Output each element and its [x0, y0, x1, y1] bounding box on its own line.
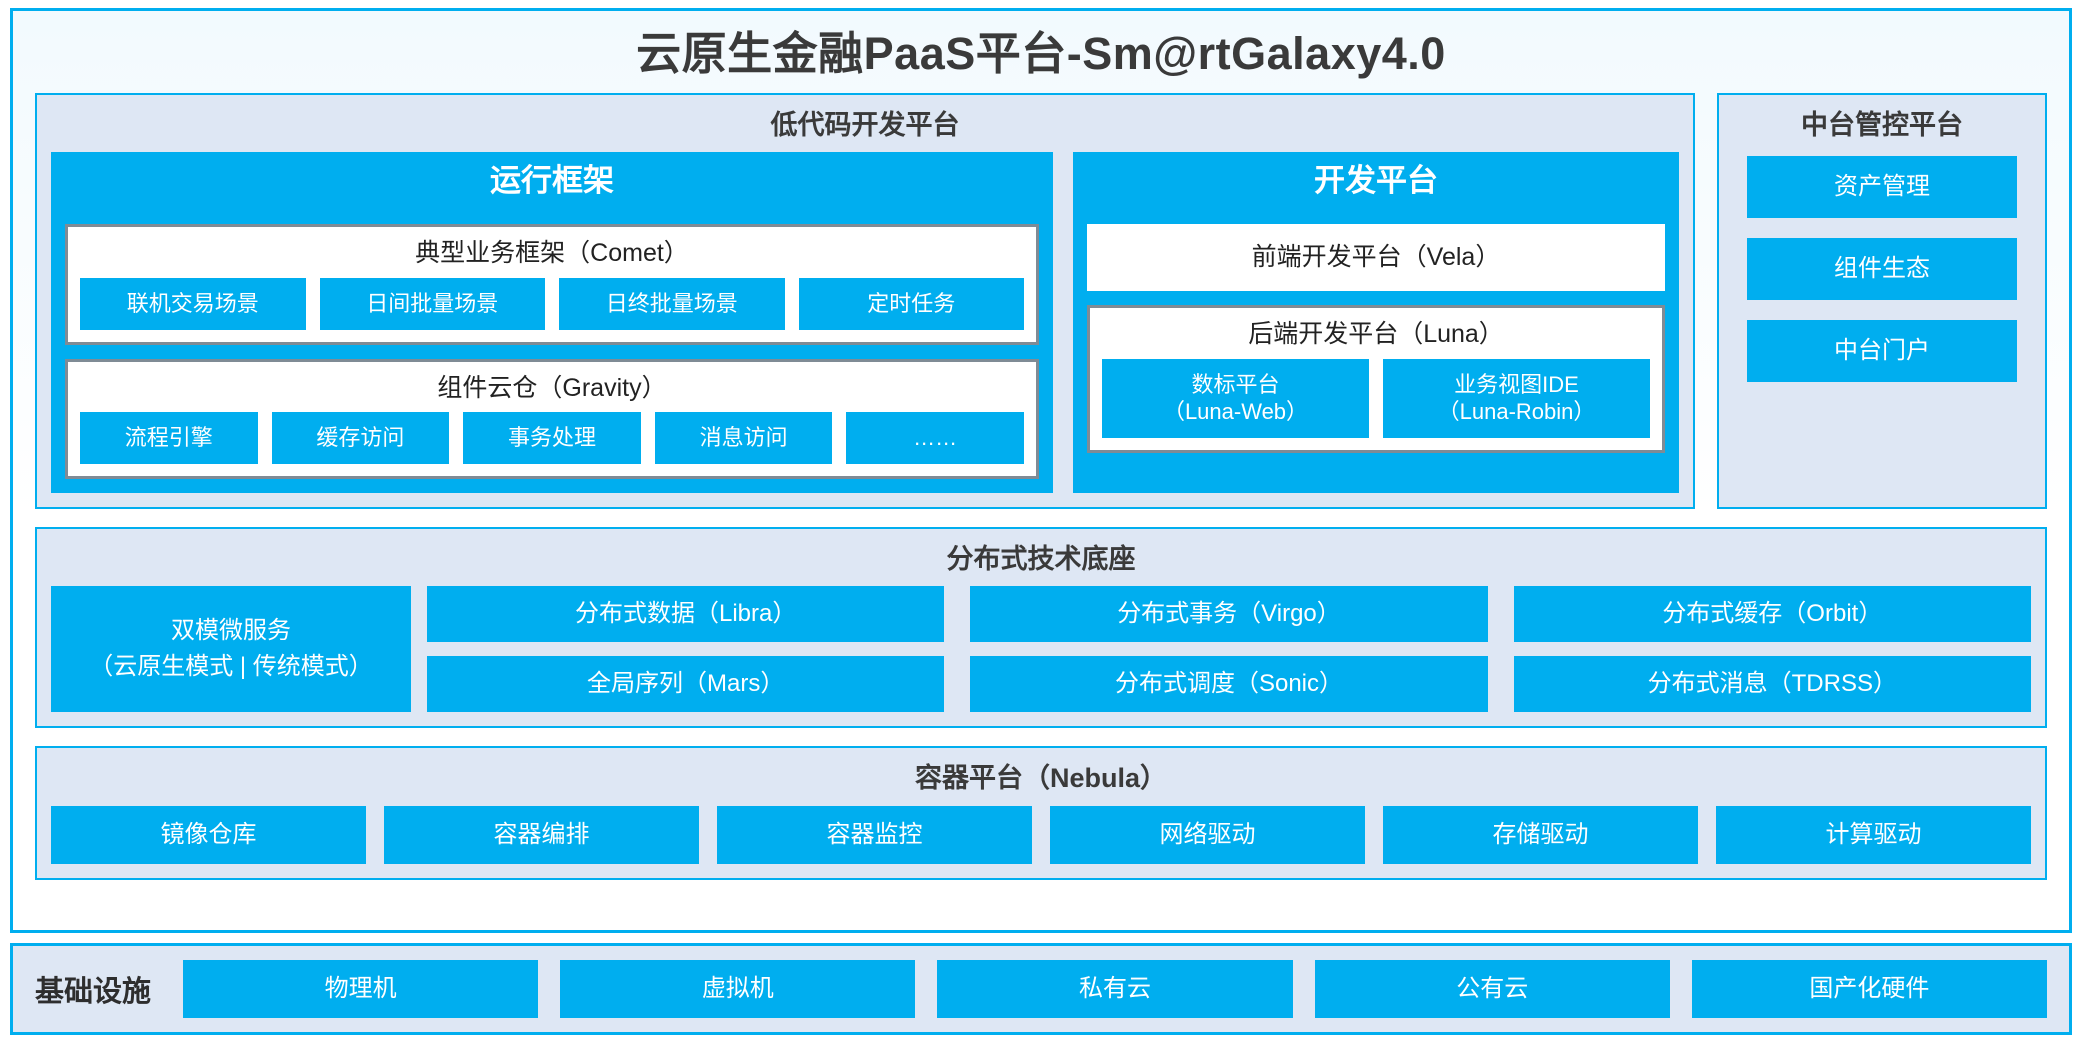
- comet-title: 典型业务框架（Comet）: [415, 239, 689, 268]
- infrastructure-item-public-cloud[interactable]: 公有云: [1314, 960, 1670, 1018]
- midend-item-asset-management[interactable]: 资产管理: [1747, 156, 2017, 219]
- upper-row: 低代码开发平台 运行框架 典型业务框架（Comet） 联机交易场景 日间批量场景…: [35, 92, 2047, 509]
- luna-robin-name: 业务视图IDE: [1454, 371, 1579, 397]
- container-item-network-driver[interactable]: 网络驱动: [1050, 806, 1365, 865]
- luna-robin-code: （Luna-Robin）: [1437, 399, 1596, 425]
- infrastructure-item-physical[interactable]: 物理机: [183, 960, 539, 1018]
- tech-base-columns: 分布式数据（Libra） 全局序列（Mars） 分布式事务（Virgo） 分布式…: [427, 586, 2031, 713]
- backend-dev-platform-card: 后端开发平台（Luna） 数标平台 （Luna-Web） 业务视图IDE （Lu…: [1087, 305, 1665, 453]
- comet-card: 典型业务框架（Comet） 联机交易场景 日间批量场景 日终批量场景 定时任务: [65, 224, 1039, 345]
- comet-item[interactable]: 定时任务: [798, 278, 1024, 330]
- gravity-item[interactable]: 缓存访问: [271, 412, 450, 464]
- container-item-image-registry[interactable]: 镜像仓库: [51, 806, 366, 865]
- backend-dev-platform-items: 数标平台 （Luna-Web） 业务视图IDE （Luna-Robin）: [1102, 358, 1650, 438]
- container-platform-title: 容器平台（Nebula）: [914, 763, 1168, 794]
- frontend-dev-platform-card[interactable]: 前端开发平台（Vela）: [1087, 224, 1665, 292]
- dual-mode-microservice-line2: （云原生模式 | 传统模式）: [89, 653, 373, 681]
- runtime-framework-block: 运行框架 典型业务框架（Comet） 联机交易场景 日间批量场景 日终批量场景 …: [51, 152, 1053, 493]
- luna-web-name: 数标平台: [1191, 371, 1280, 397]
- infrastructure-item-domestic-hardware[interactable]: 国产化硬件: [1691, 960, 2048, 1018]
- tech-base-panel: 分布式技术底座 双模微服务 （云原生模式 | 传统模式） 分布式数据（Libra…: [35, 526, 2047, 729]
- gravity-item[interactable]: 消息访问: [654, 412, 833, 464]
- gravity-item[interactable]: 流程引擎: [80, 412, 258, 464]
- gravity-items: 流程引擎 缓存访问 事务处理 消息访问 ……: [80, 412, 1024, 464]
- tech-base-column: 分布式缓存（Orbit） 分布式消息（TDRSS）: [1513, 586, 2031, 713]
- dev-platform-block: 开发平台 前端开发平台（Vela） 后端开发平台（Luna） 数标平台 （Lun…: [1073, 152, 1679, 493]
- dual-mode-microservice-line1: 双模微服务: [171, 617, 291, 645]
- lowcode-platform-panel: 低代码开发平台 运行框架 典型业务框架（Comet） 联机交易场景 日间批量场景…: [35, 92, 1695, 509]
- infrastructure-item-virtual[interactable]: 虚拟机: [560, 960, 916, 1018]
- container-item-storage-driver[interactable]: 存储驱动: [1383, 806, 1698, 865]
- lowcode-platform-body: 运行框架 典型业务框架（Comet） 联机交易场景 日间批量场景 日终批量场景 …: [51, 152, 1679, 493]
- tech-base-title: 分布式技术底座: [946, 543, 1136, 574]
- tech-item-tdrss[interactable]: 分布式消息（TDRSS）: [1513, 656, 2031, 713]
- luna-web-code: （Luna-Web）: [1162, 399, 1309, 425]
- runtime-framework-title: 运行框架: [490, 163, 614, 199]
- infrastructure-bar: 基础设施 物理机 虚拟机 私有云 公有云 国产化硬件: [10, 943, 2072, 1035]
- midend-control-panel: 中台管控平台 资产管理 组件生态 中台门户: [1717, 92, 2047, 509]
- container-item-monitoring[interactable]: 容器监控: [717, 806, 1032, 865]
- comet-items: 联机交易场景 日间批量场景 日终批量场景 定时任务: [80, 278, 1024, 330]
- comet-item[interactable]: 日终批量场景: [559, 278, 785, 330]
- container-platform-panel: 容器平台（Nebula） 镜像仓库 容器编排 容器监控 网络驱动 存储驱动 计算…: [35, 746, 2047, 881]
- platform-card: 云原生金融PaaS平台-Sm@rtGalaxy4.0 低代码开发平台 运行框架 …: [10, 8, 2072, 933]
- tech-base-column: 分布式数据（Libra） 全局序列（Mars）: [427, 586, 945, 713]
- gravity-item-more[interactable]: ……: [846, 412, 1024, 464]
- container-platform-items: 镜像仓库 容器编排 容器监控 网络驱动 存储驱动 计算驱动: [51, 806, 2031, 865]
- midend-item-component-ecosystem[interactable]: 组件生态: [1747, 238, 2017, 301]
- comet-item[interactable]: 日间批量场景: [319, 278, 545, 330]
- tech-item-mars[interactable]: 全局序列（Mars）: [427, 656, 945, 713]
- lowcode-platform-title: 低代码开发平台: [770, 109, 960, 140]
- tech-item-libra[interactable]: 分布式数据（Libra）: [427, 586, 945, 643]
- dev-platform-title: 开发平台: [1314, 163, 1438, 199]
- comet-item[interactable]: 联机交易场景: [80, 278, 306, 330]
- tech-item-sonic[interactable]: 分布式调度（Sonic）: [970, 656, 1488, 713]
- midend-item-portal[interactable]: 中台门户: [1747, 320, 2017, 383]
- page-title: 云原生金融PaaS平台-Sm@rtGalaxy4.0: [636, 28, 1446, 79]
- gravity-card: 组件云仓（Gravity） 流程引擎 缓存访问 事务处理 消息访问 ……: [65, 358, 1039, 479]
- gravity-item[interactable]: 事务处理: [463, 412, 641, 464]
- infrastructure-label: 基础设施: [35, 976, 152, 1008]
- tech-base-column: 分布式事务（Virgo） 分布式调度（Sonic）: [970, 586, 1488, 713]
- dual-mode-microservice-block[interactable]: 双模微服务 （云原生模式 | 传统模式）: [51, 586, 411, 713]
- infrastructure-item-private-cloud[interactable]: 私有云: [937, 960, 1293, 1018]
- midend-items: 资产管理 组件生态 中台门户: [1733, 152, 2031, 388]
- luna-web-item[interactable]: 数标平台 （Luna-Web）: [1102, 358, 1369, 438]
- backend-dev-platform-title: 后端开发平台（Luna）: [1248, 320, 1504, 349]
- midend-control-title: 中台管控平台: [1801, 109, 1963, 140]
- luna-robin-item[interactable]: 业务视图IDE （Luna-Robin）: [1383, 358, 1650, 438]
- tech-item-virgo[interactable]: 分布式事务（Virgo）: [970, 586, 1488, 643]
- container-item-compute-driver[interactable]: 计算驱动: [1716, 806, 2031, 865]
- container-item-orchestration[interactable]: 容器编排: [384, 806, 699, 865]
- gravity-title: 组件云仓（Gravity）: [437, 373, 667, 402]
- tech-item-orbit[interactable]: 分布式缓存（Orbit）: [1513, 586, 2031, 643]
- tech-base-body: 双模微服务 （云原生模式 | 传统模式） 分布式数据（Libra） 全局序列（M…: [51, 586, 2031, 713]
